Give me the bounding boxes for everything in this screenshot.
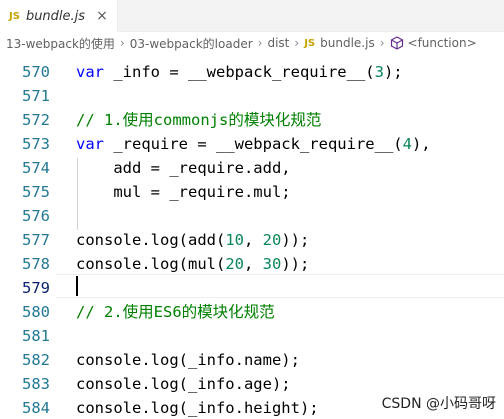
code-line[interactable]: 576 (0, 204, 504, 228)
code-line[interactable]: 577 console.log(add(10, 20)); (0, 228, 504, 252)
line-number: 576 (22, 207, 50, 225)
line-number: 584 (22, 399, 50, 417)
code-text: console.log(_info.name); (76, 351, 300, 369)
code-text: console.log(mul(20, 30)); (76, 255, 310, 273)
close-icon[interactable]: × (96, 8, 108, 24)
code-line[interactable]: 571 (0, 84, 504, 108)
code-text: add = _require.add, (76, 159, 291, 177)
js-file-icon: JS (9, 10, 20, 22)
code-line[interactable]: 580 // 2.使用ES6的模块化规范 (0, 300, 504, 324)
line-number: 582 (22, 351, 50, 369)
tab-bar: JS bundle.js × (0, 0, 504, 32)
breadcrumb-separator: › (119, 36, 125, 50)
code-line[interactable]: 573 var _require = __webpack_require__(4… (0, 132, 504, 156)
breadcrumb-item-function[interactable]: <function> (407, 36, 477, 50)
line-number: 580 (22, 303, 50, 321)
code-line[interactable]: 578 console.log(mul(20, 30)); (0, 252, 504, 276)
js-file-icon: JS (304, 37, 316, 49)
code-line[interactable]: 584 console.log(_info.height); (0, 396, 504, 419)
breadcrumb-separator: › (379, 36, 385, 50)
breadcrumb: 13-webpack的使用 › 03-webpack的loader › dist… (0, 32, 504, 54)
code-line[interactable]: 582 console.log(_info.name); (0, 348, 504, 372)
tab-bundle-js[interactable]: JS bundle.js × (0, 0, 118, 32)
code-text: console.log(_info.height); (76, 399, 319, 417)
line-number: 574 (22, 159, 50, 177)
active-line-highlight (56, 274, 504, 298)
line-number: 571 (22, 87, 50, 105)
breadcrumb-separator: › (294, 36, 300, 50)
line-number: 577 (22, 231, 50, 249)
code-text: mul = _require.mul; (76, 183, 291, 201)
line-number: 572 (22, 111, 50, 129)
code-line[interactable]: 579 (0, 276, 504, 300)
line-number: 573 (22, 135, 50, 153)
code-text: var _info = __webpack_require__(3); (76, 63, 403, 81)
code-line[interactable]: 581 (0, 324, 504, 348)
breadcrumb-item-file[interactable]: bundle.js (320, 36, 375, 50)
code-line[interactable]: 575 mul = _require.mul; (0, 180, 504, 204)
watermark: CSDN @小码哥呀 (379, 393, 498, 413)
breadcrumb-item-folder[interactable]: 03-webpack的loader (129, 36, 253, 51)
tab-title: bundle.js (25, 8, 86, 24)
line-number: 575 (22, 183, 50, 201)
breadcrumb-separator: › (257, 36, 263, 50)
line-number: 583 (22, 375, 50, 393)
breadcrumb-item-project[interactable]: 13-webpack的使用 (6, 36, 115, 51)
code-line[interactable]: 574 add = _require.add, (0, 156, 504, 180)
line-number: 570 (22, 63, 50, 81)
code-text: console.log(add(10, 20)); (76, 231, 310, 249)
code-comment: // 1.使用commonjs的模块化规范 (76, 111, 322, 129)
cube-icon (390, 36, 404, 50)
text-cursor (76, 276, 78, 296)
code-editor[interactable]: 570 var _info = __webpack_require__(3); … (0, 56, 504, 419)
line-number: 581 (22, 327, 50, 345)
code-line[interactable]: 583 console.log(_info.age); (0, 372, 504, 396)
code-text: var _require = __webpack_require__(4), (76, 135, 431, 153)
code-text: console.log(_info.age); (76, 375, 291, 393)
line-number: 578 (22, 255, 50, 273)
line-number: 579 (22, 279, 50, 297)
breadcrumb-item-dist[interactable]: dist (267, 36, 290, 50)
code-comment: // 2.使用ES6的模块化规范 (76, 303, 275, 321)
code-line[interactable]: 572 // 1.使用commonjs的模块化规范 (0, 108, 504, 132)
indent-guide (77, 158, 78, 230)
code-line[interactable]: 570 var _info = __webpack_require__(3); (0, 60, 504, 84)
